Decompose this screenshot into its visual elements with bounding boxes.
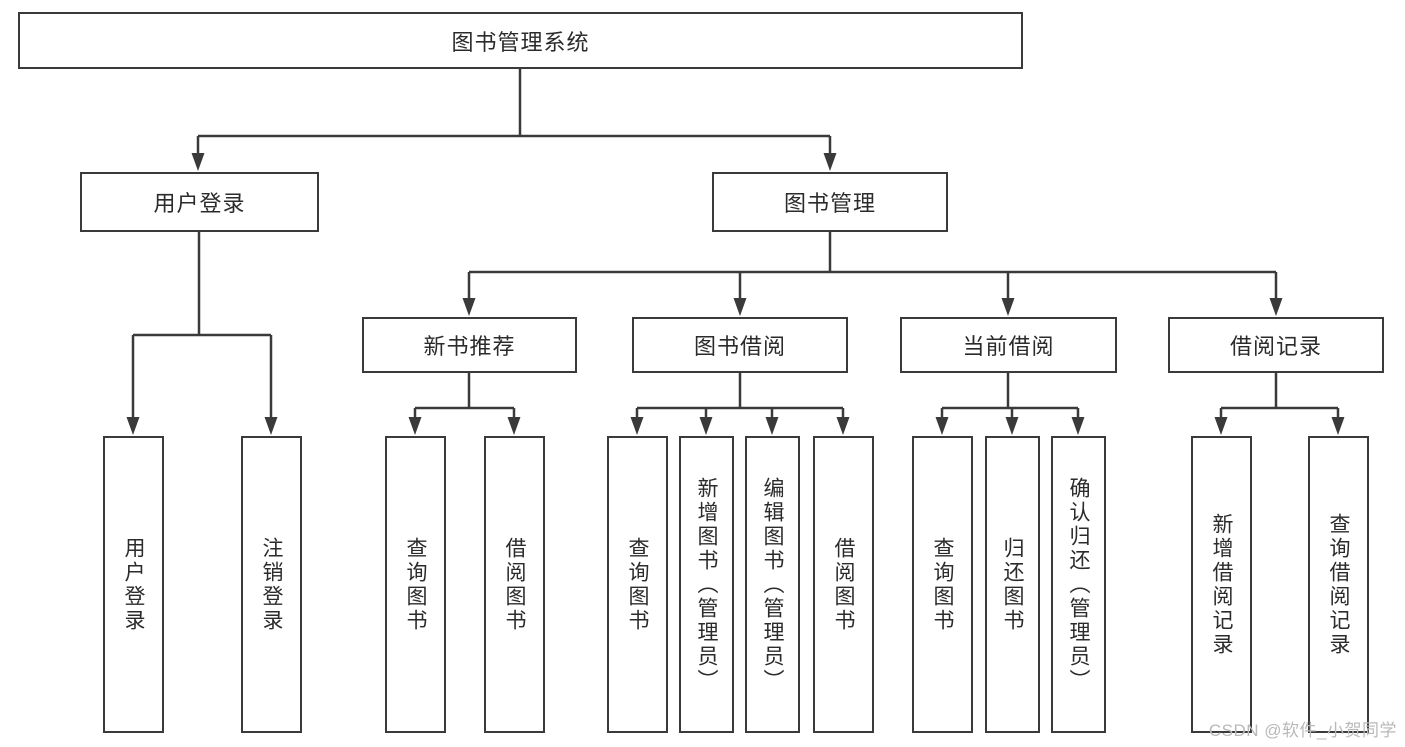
node-label: 查询图书 [931, 536, 954, 633]
node-new-book-rec: 新书推荐 [362, 317, 577, 373]
node-borrow-record: 借阅记录 [1168, 317, 1384, 373]
arrow-head-icon [191, 153, 205, 171]
node-leaf-bor-edit: 编辑图书（管理员） [745, 436, 800, 733]
arrow-head-icon [733, 298, 747, 316]
node-leaf-rec-borrow: 借阅图书 [484, 436, 545, 733]
node-leaf-cur-return: 归还图书 [985, 436, 1040, 733]
arrow-head-icon [1071, 417, 1085, 435]
node-label: 归还图书 [1001, 536, 1024, 633]
node-leaf-bor-add: 新增图书（管理员） [679, 436, 734, 733]
node-leaf-user-login: 用户登录 [103, 436, 164, 733]
node-label: 图书管理 [783, 191, 876, 216]
node-root: 图书管理系统 [18, 12, 1023, 69]
arrow-head-icon [1001, 298, 1015, 316]
arrow-head-icon [836, 417, 850, 435]
node-label: 借阅图书 [832, 536, 855, 633]
arrow-head-icon [935, 417, 949, 435]
node-label: 借阅记录 [1229, 334, 1322, 359]
node-user-login: 用户登录 [80, 172, 319, 232]
node-leaf-user-logout: 注销登录 [241, 436, 302, 733]
arrow-head-icon [264, 417, 278, 435]
watermark-label: CSDN @软件_小贺同学 [1208, 721, 1397, 740]
node-label: 图书借阅 [693, 334, 786, 359]
node-book-manage: 图书管理 [712, 172, 948, 232]
arrow-head-icon [126, 417, 140, 435]
arrow-head-icon [1214, 417, 1228, 435]
arrow-head-icon [462, 298, 476, 316]
arrow-head-icon [1331, 417, 1345, 435]
arrow-head-icon [1005, 417, 1019, 435]
node-book-borrow: 图书借阅 [632, 317, 848, 373]
node-label: 注销登录 [260, 536, 283, 633]
node-label: 查询借阅记录 [1327, 512, 1350, 657]
arrow-head-icon [1269, 298, 1283, 316]
node-leaf-cur-confirm: 确认归还（管理员） [1051, 436, 1106, 733]
node-label: 用户登录 [122, 536, 145, 633]
node-label: 确认归还（管理员） [1067, 476, 1090, 693]
node-leaf-bor-query: 查询图书 [607, 436, 668, 733]
node-label: 当前借阅 [962, 334, 1055, 359]
node-label: 借阅图书 [503, 536, 526, 633]
node-label: 新增借阅记录 [1210, 512, 1233, 657]
node-label: 查询图书 [404, 536, 427, 633]
arrow-head-icon [765, 417, 779, 435]
arrow-head-icon [408, 417, 422, 435]
node-leaf-rec-add: 新增借阅记录 [1191, 436, 1252, 733]
node-leaf-rec-search: 查询借阅记录 [1308, 436, 1369, 733]
node-label: 用户登录 [153, 191, 246, 216]
node-current-borrow: 当前借阅 [900, 317, 1117, 373]
node-label: 图书管理系统 [451, 29, 590, 55]
node-leaf-rec-query: 查询图书 [385, 436, 446, 733]
node-label: 编辑图书（管理员） [761, 476, 784, 693]
node-leaf-bor-borrow: 借阅图书 [813, 436, 874, 733]
arrow-head-icon [630, 417, 644, 435]
node-leaf-cur-query: 查询图书 [912, 436, 973, 733]
arrow-head-icon [699, 417, 713, 435]
node-label: 新书推荐 [423, 334, 516, 359]
arrow-head-icon [507, 417, 521, 435]
node-label: 新增图书（管理员） [695, 476, 718, 693]
arrow-head-icon [823, 153, 837, 171]
node-label: 查询图书 [626, 536, 649, 633]
